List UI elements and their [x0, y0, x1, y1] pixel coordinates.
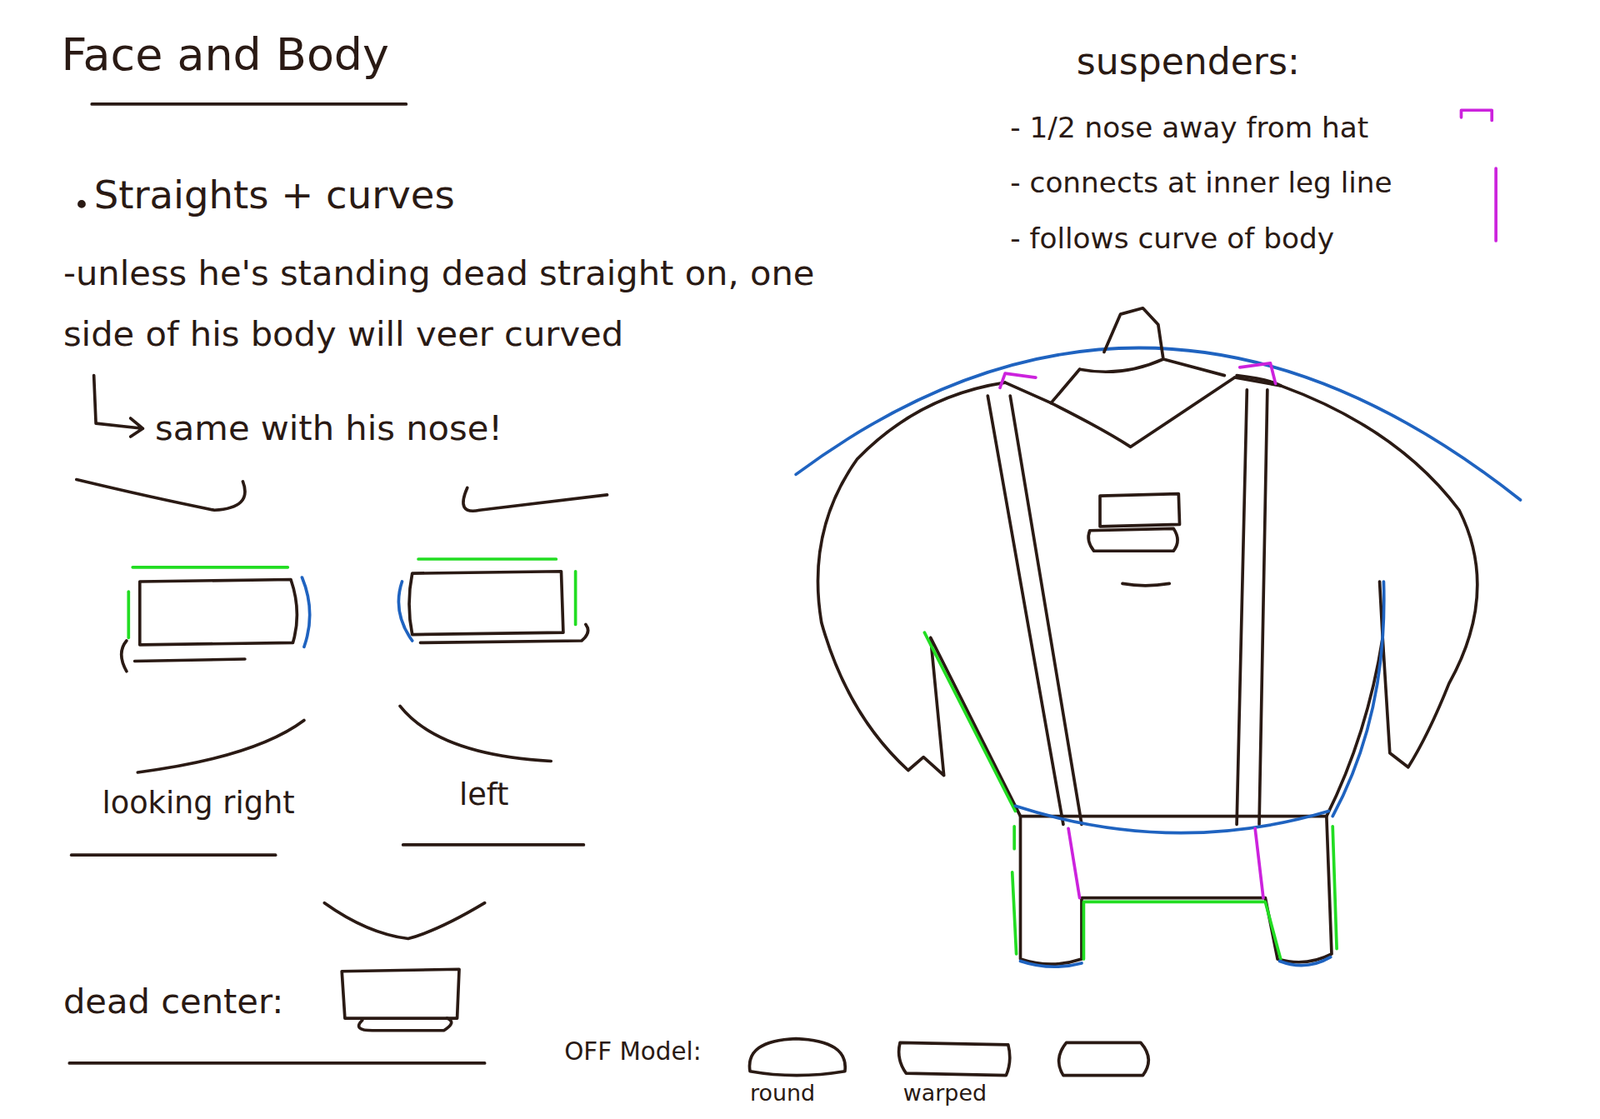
nose — [341, 969, 460, 1019]
body-left — [817, 382, 1020, 816]
collar — [1050, 369, 1235, 447]
off-model-nose — [899, 1042, 1010, 1075]
note: - 1/2 nose away from hat — [1010, 110, 1369, 146]
magenta-mark — [1000, 363, 1276, 388]
magenta-mark — [1494, 168, 1498, 241]
hat — [1080, 308, 1225, 376]
caption-word: warped — [903, 1080, 987, 1109]
heading: suspenders: — [1076, 39, 1300, 85]
magenta-mark — [1068, 828, 1264, 898]
blue-arc — [795, 348, 1520, 500]
underline — [71, 853, 276, 857]
green-mark — [132, 565, 288, 570]
view-label: looking right — [101, 783, 295, 822]
blue-mark — [1020, 957, 1331, 968]
note: - follows curve of body — [1010, 220, 1335, 256]
nose-base — [420, 624, 588, 643]
nose-base — [359, 1018, 452, 1031]
body-mouth — [1122, 583, 1170, 585]
view-label: left — [459, 775, 510, 815]
underline — [69, 1061, 485, 1065]
nose-base — [121, 640, 245, 672]
magenta-mark — [1460, 110, 1492, 120]
brow — [463, 487, 608, 511]
blue-mark — [398, 581, 412, 641]
pants — [1020, 816, 1332, 965]
body-right — [1236, 375, 1478, 817]
green-mark — [126, 591, 130, 638]
green-mark — [418, 557, 556, 561]
bullet — [79, 201, 85, 207]
green-mark — [1012, 826, 1337, 955]
underline — [403, 843, 585, 847]
note: same with his nose! — [155, 405, 503, 450]
mouth — [400, 705, 551, 761]
hook-arrow — [94, 375, 144, 437]
body-nose — [1088, 494, 1180, 552]
off-model-nose — [1059, 1042, 1150, 1075]
note: -unless he's standing dead straight on, … — [63, 242, 840, 365]
nose — [140, 580, 298, 645]
suspenders — [987, 390, 1268, 825]
shoulders — [1005, 377, 1281, 404]
nose — [409, 571, 564, 635]
title: Face and Body — [60, 26, 389, 83]
blue-mark — [1332, 581, 1385, 817]
note: - connects at inner leg line — [1010, 165, 1392, 201]
blue-mark — [1015, 805, 1329, 833]
mouth — [137, 720, 305, 772]
title-underline — [91, 102, 406, 106]
note: Straights + curves — [94, 171, 455, 220]
blue-mark — [301, 577, 310, 647]
view-label: dead center: — [63, 980, 284, 1024]
brow — [76, 480, 245, 511]
green-mark — [924, 632, 1015, 811]
green-mark — [574, 571, 578, 625]
mouth — [324, 903, 485, 940]
caption-word: round — [750, 1080, 815, 1109]
off-model-nose — [749, 1039, 845, 1076]
note: OFF Model: — [564, 1036, 701, 1068]
green-mark — [1083, 901, 1280, 960]
